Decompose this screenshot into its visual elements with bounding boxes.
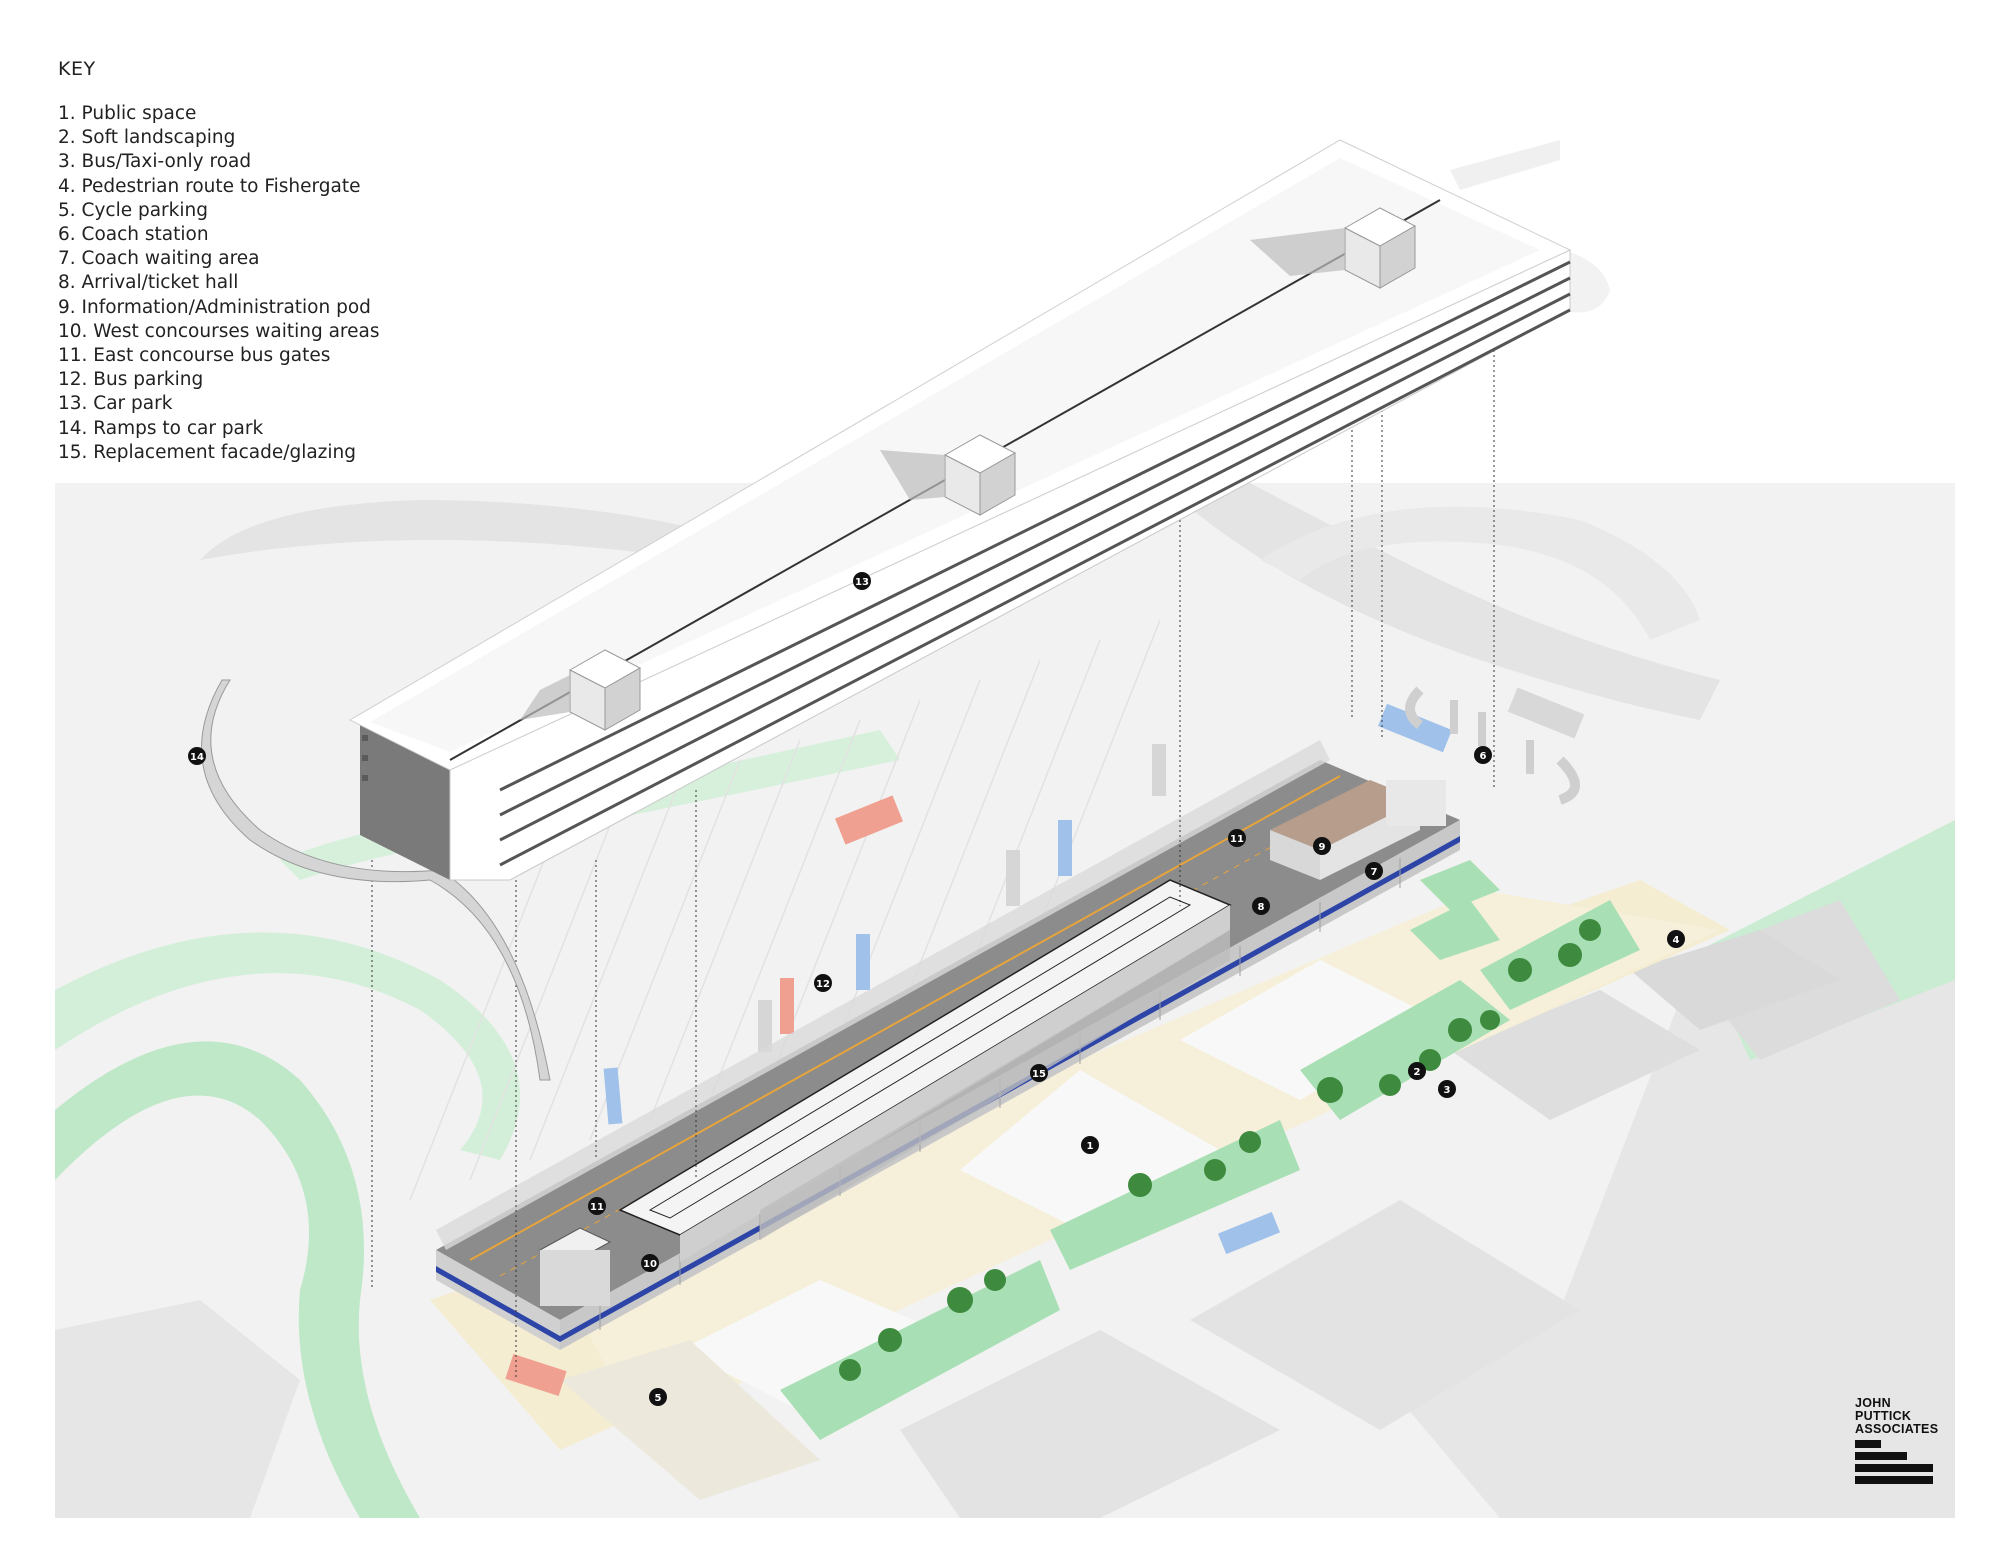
svg-text:11: 11 (590, 1202, 604, 1213)
logo-line-3: ASSOCIATES (1855, 1422, 1939, 1436)
car-park-building (201, 139, 1610, 1081)
marker-14: 14 (188, 747, 206, 765)
marker-11a: 11 (588, 1197, 606, 1215)
svg-text:12: 12 (816, 979, 830, 990)
logo-bar-4 (1855, 1476, 1933, 1484)
key-item-11: 11. East concourse bus gates (58, 345, 331, 367)
marker-9: 9 (1313, 837, 1331, 855)
key-item-2: 2. Soft landscaping (58, 127, 236, 149)
marker-5: 5 (649, 1388, 667, 1406)
marker-15: 15 (1030, 1064, 1048, 1082)
svg-text:4: 4 (1673, 935, 1680, 946)
key-item-10: 10. West concourses waiting areas (58, 320, 380, 342)
key-item-6: 6. Coach station (58, 224, 209, 246)
svg-text:10: 10 (643, 1259, 657, 1270)
svg-text:15: 15 (1032, 1069, 1046, 1080)
svg-text:7: 7 (1371, 867, 1378, 878)
marker-1: 1 (1081, 1136, 1099, 1154)
key-item-14: 14. Ramps to car park (58, 417, 264, 439)
bus-station-concourse (436, 740, 1460, 1350)
svg-text:8: 8 (1258, 902, 1265, 913)
marker-13: 13 (853, 572, 871, 590)
logo-bar-1 (1855, 1440, 1881, 1448)
key-item-8: 8. Arrival/ticket hall (58, 272, 239, 294)
coach-station (1378, 686, 1585, 805)
key-item-15: 15. Replacement facade/glazing (58, 441, 356, 463)
key-item-5: 5. Cycle parking (58, 199, 208, 221)
logo-bar-2 (1855, 1452, 1907, 1460)
marker-4: 4 (1667, 930, 1685, 948)
marker-12: 12 (814, 974, 832, 992)
svg-text:6: 6 (1480, 751, 1487, 762)
key-item-7: 7. Coach waiting area (58, 248, 260, 270)
key-title: KEY (58, 58, 96, 80)
key-item-12: 12. Bus parking (58, 369, 204, 391)
key-item-13: 13. Car park (58, 393, 173, 415)
marker-11b: 11 (1228, 829, 1246, 847)
marker-3: 3 (1438, 1080, 1456, 1098)
svg-text:2: 2 (1414, 1067, 1421, 1078)
logo-bar-3 (1855, 1464, 1933, 1472)
context-map (55, 483, 1955, 1518)
svg-text:1: 1 (1087, 1141, 1094, 1152)
soft-landscaping (780, 860, 1640, 1440)
svg-text:9: 9 (1319, 842, 1326, 853)
john-puttick-associates-logo: JOHN PUTTICK ASSOCIATES (1855, 1397, 1965, 1484)
key-item-4: 4. Pedestrian route to Fishergate (58, 175, 361, 197)
marker-2: 2 (1408, 1062, 1426, 1080)
projection-lines (371, 340, 1495, 1380)
key-item-9: 9. Information/Administration pod (58, 296, 371, 318)
svg-text:13: 13 (855, 577, 869, 588)
marker-6: 6 (1474, 746, 1492, 764)
key-item-3: 3. Bus/Taxi-only road (58, 151, 252, 173)
marker-10: 10 (641, 1254, 659, 1272)
marker-8: 8 (1252, 897, 1270, 915)
key-item-1: 1. Public space (58, 103, 197, 124)
svg-text:14: 14 (190, 752, 204, 763)
svg-text:5: 5 (655, 1393, 662, 1404)
logo-line-2: PUTTICK (1855, 1409, 1912, 1423)
logo-line-1: JOHN (1855, 1396, 1891, 1410)
marker-7: 7 (1365, 862, 1383, 880)
svg-text:11: 11 (1230, 834, 1244, 845)
bus-parking (409, 619, 1281, 1397)
svg-text:3: 3 (1444, 1085, 1451, 1096)
